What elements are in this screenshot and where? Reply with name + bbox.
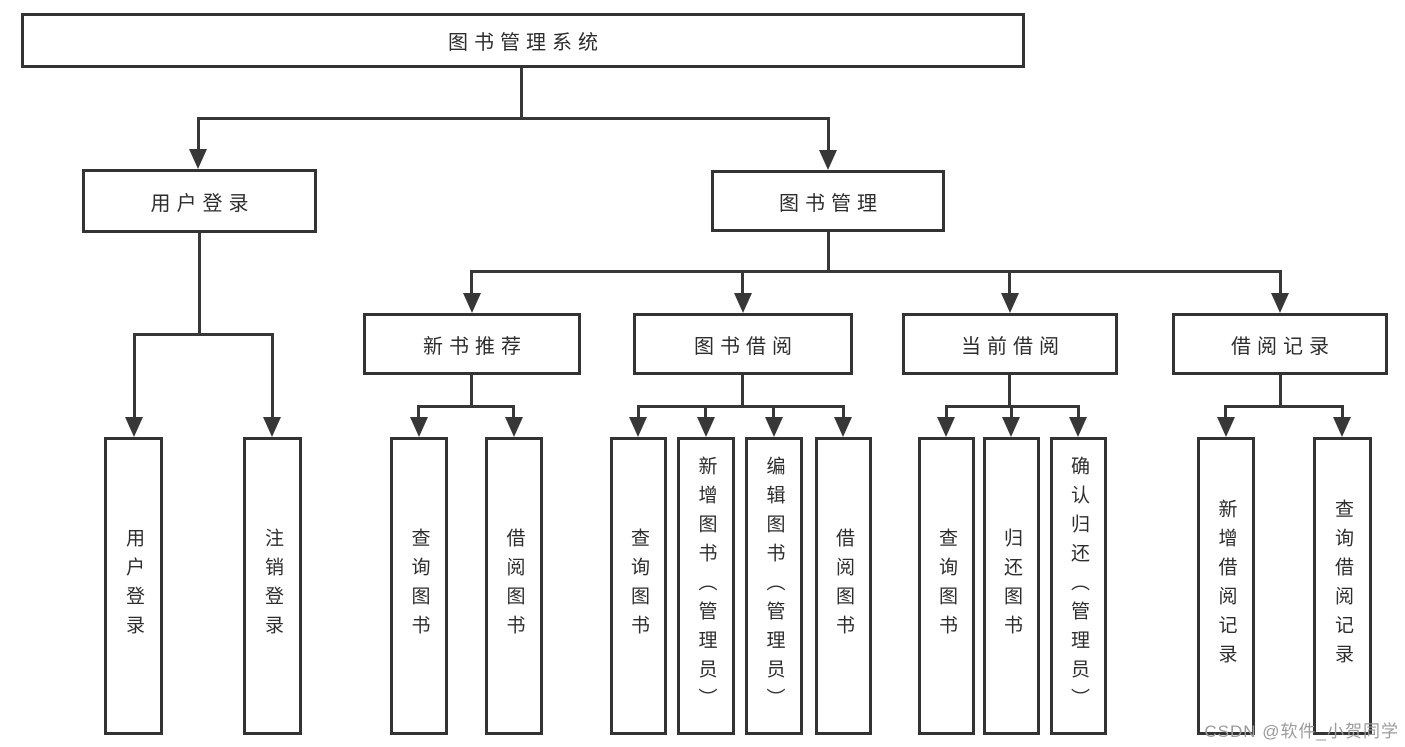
connector-current-drop [1008, 375, 1011, 408]
connector-stub-leaf [1224, 405, 1227, 421]
arrowhead-down-icon [1069, 417, 1087, 437]
node-current-borrowing-label: 当前借阅 [961, 335, 1065, 358]
arrowhead-down-icon [263, 417, 281, 437]
arrowhead-down-icon [1217, 417, 1235, 437]
node-borrowing-records-label: 借阅记录 [1231, 335, 1335, 358]
leaf-logout-label: 注销登录 [262, 528, 283, 644]
connector-stub-mgmt [827, 117, 830, 153]
connector-stub-leaf [772, 405, 775, 421]
node-new-book-recommend-label: 新书推荐 [423, 335, 527, 358]
leaf-records-add-record-label: 新增借阅记录 [1215, 499, 1237, 673]
connector-stub-leaf [1077, 405, 1080, 421]
node-user-login-branch: 用户登录 [82, 169, 317, 233]
connector-login-drop [198, 233, 201, 336]
arrowhead-down-icon [834, 417, 852, 437]
leaf-records-query-record-label: 查询借阅记录 [1332, 499, 1353, 673]
arrowhead-down-icon [629, 417, 647, 437]
arrowhead-down-icon [463, 293, 481, 313]
connector-stub-login [197, 117, 200, 153]
node-book-management: 图书管理 [711, 170, 945, 232]
leaf-newbook-query-books-label: 查询图书 [408, 528, 430, 644]
node-root-label: 图书管理系统 [448, 32, 604, 54]
arrowhead-down-icon [937, 417, 955, 437]
connector-stub-leaf [842, 405, 845, 421]
leaf-newbook-borrow-books-label: 借阅图书 [503, 528, 525, 644]
arrowhead-down-icon [1271, 293, 1289, 313]
node-borrowing-records: 借阅记录 [1172, 313, 1388, 375]
arrowhead-down-icon [189, 149, 207, 169]
connector-stub-leaf [1341, 405, 1344, 421]
leaf-current-query-books: 查询图书 [918, 437, 975, 735]
connector-records-drop [1279, 375, 1282, 408]
leaf-borrow-add-books-label: 新增图书（管理员） [695, 455, 717, 717]
leaf-newbook-borrow-books: 借阅图书 [485, 437, 543, 735]
leaf-logout: 注销登录 [243, 437, 302, 735]
connector-records-rail [1224, 405, 1344, 408]
arrowhead-down-icon [125, 417, 143, 437]
leaf-current-confirm-return-label: 确认归还（管理员） [1068, 455, 1089, 717]
connector-stub-leaf [1010, 405, 1013, 421]
leaf-newbook-query-books: 查询图书 [390, 437, 448, 735]
connector-root-drop [520, 68, 523, 120]
node-user-login-branch-label: 用户登录 [150, 192, 255, 215]
arrowhead-down-icon [1333, 417, 1351, 437]
node-book-management-label: 图书管理 [779, 192, 883, 215]
arrowhead-down-icon [734, 293, 752, 313]
connector-stub-current [1008, 270, 1011, 297]
connector-newbook-drop [470, 375, 473, 408]
node-current-borrowing: 当前借阅 [902, 313, 1118, 375]
connector-stub-records [1279, 270, 1282, 297]
connector-mgmt-rail [470, 270, 1282, 273]
connector-stub-leaf [271, 333, 274, 420]
leaf-records-query-record: 查询借阅记录 [1313, 437, 1372, 735]
leaf-borrow-edit-books-label: 编辑图书（管理员） [763, 455, 785, 717]
leaf-current-return-books-label: 归还图书 [1001, 528, 1022, 644]
leaf-current-query-books-label: 查询图书 [936, 528, 957, 644]
connector-borrow-drop [741, 375, 744, 408]
node-book-borrowing: 图书借阅 [633, 313, 853, 375]
leaf-borrow-borrow-books: 借阅图书 [815, 437, 872, 735]
connector-login-rail [134, 333, 274, 336]
connector-stub-leaf [417, 405, 420, 421]
connector-stub-leaf [945, 405, 948, 421]
connector-borrow-rail [637, 405, 844, 408]
connector-mgmt-drop [827, 232, 830, 273]
arrowhead-down-icon [765, 417, 783, 437]
connector-stub-leaf [133, 333, 136, 420]
node-new-book-recommend: 新书推荐 [363, 313, 581, 375]
connector-stub-leaf [704, 405, 707, 421]
connector-stub-newbook [470, 270, 473, 297]
node-root: 图书管理系统 [21, 13, 1025, 68]
leaf-user-login-label: 用户登录 [123, 528, 144, 644]
leaf-user-login: 用户登录 [104, 437, 163, 735]
connector-root-rail [197, 117, 830, 120]
leaf-borrow-edit-books: 编辑图书（管理员） [745, 437, 803, 735]
connector-stub-leaf [637, 405, 640, 421]
node-book-borrowing-label: 图书借阅 [694, 335, 798, 358]
connector-stub-borrow [741, 270, 744, 297]
leaf-borrow-query-books: 查询图书 [610, 437, 667, 735]
connector-newbook-rail [417, 405, 515, 408]
connector-stub-leaf [512, 405, 515, 421]
arrowhead-down-icon [1001, 293, 1019, 313]
leaf-borrow-query-books-label: 查询图书 [628, 528, 649, 644]
arrowhead-down-icon [819, 150, 837, 170]
leaf-borrow-borrow-books-label: 借阅图书 [833, 528, 854, 644]
csdn-watermark: CSDN @软件_小贺同学 [1204, 722, 1399, 741]
leaf-records-add-record: 新增借阅记录 [1197, 437, 1255, 735]
arrowhead-down-icon [697, 417, 715, 437]
arrowhead-down-icon [505, 417, 523, 437]
arrowhead-down-icon [410, 417, 428, 437]
leaf-current-return-books: 归还图书 [983, 437, 1040, 735]
arrowhead-down-icon [1002, 417, 1020, 437]
leaf-current-confirm-return: 确认归还（管理员） [1050, 437, 1107, 735]
leaf-borrow-add-books: 新增图书（管理员） [677, 437, 735, 735]
